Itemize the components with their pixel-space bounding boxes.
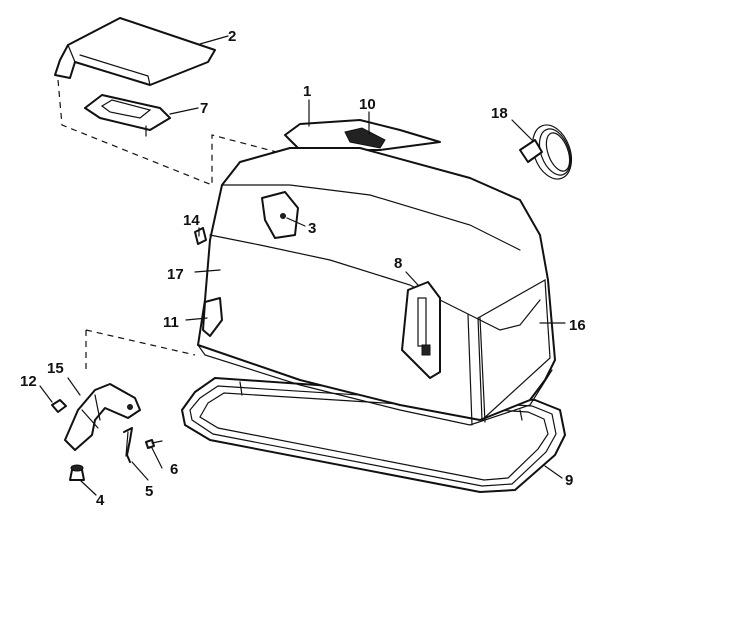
callout-9: 9 [565,472,573,489]
callout-15: 15 [47,360,64,377]
callout-14: 14 [183,212,200,229]
callout-11: 11 [163,314,179,331]
callout-8: 8 [394,255,402,272]
callout-17: 17 [167,266,184,283]
part-motor-cover [197,119,556,426]
part-screw-6 [145,439,163,449]
part-cover-lid [54,17,216,86]
part-grommet-4 [69,464,85,481]
part-clip-14 [194,227,207,245]
callout-2: 2 [228,28,236,45]
callout-labels: 1 2 3 4 5 6 7 8 9 10 11 12 14 15 16 17 1… [20,28,586,509]
callout-5: 5 [145,483,153,500]
callout-1: 1 [303,83,311,100]
callout-3: 3 [308,220,316,237]
callout-12: 12 [20,373,37,390]
callout-10: 10 [359,96,376,113]
part-bracket-15 [64,383,141,451]
alignment-lines-top [57,79,289,370]
callout-7: 7 [200,100,208,117]
part-wire-harness [519,124,573,180]
part-grommet-plate [84,94,171,137]
part-nut-12 [51,399,67,413]
part-strap-5 [123,427,133,463]
leader-lines [39,35,566,496]
callout-18: 18 [491,105,508,122]
callout-6: 6 [170,461,178,478]
callout-16: 16 [569,317,586,334]
callout-4: 4 [96,492,105,509]
